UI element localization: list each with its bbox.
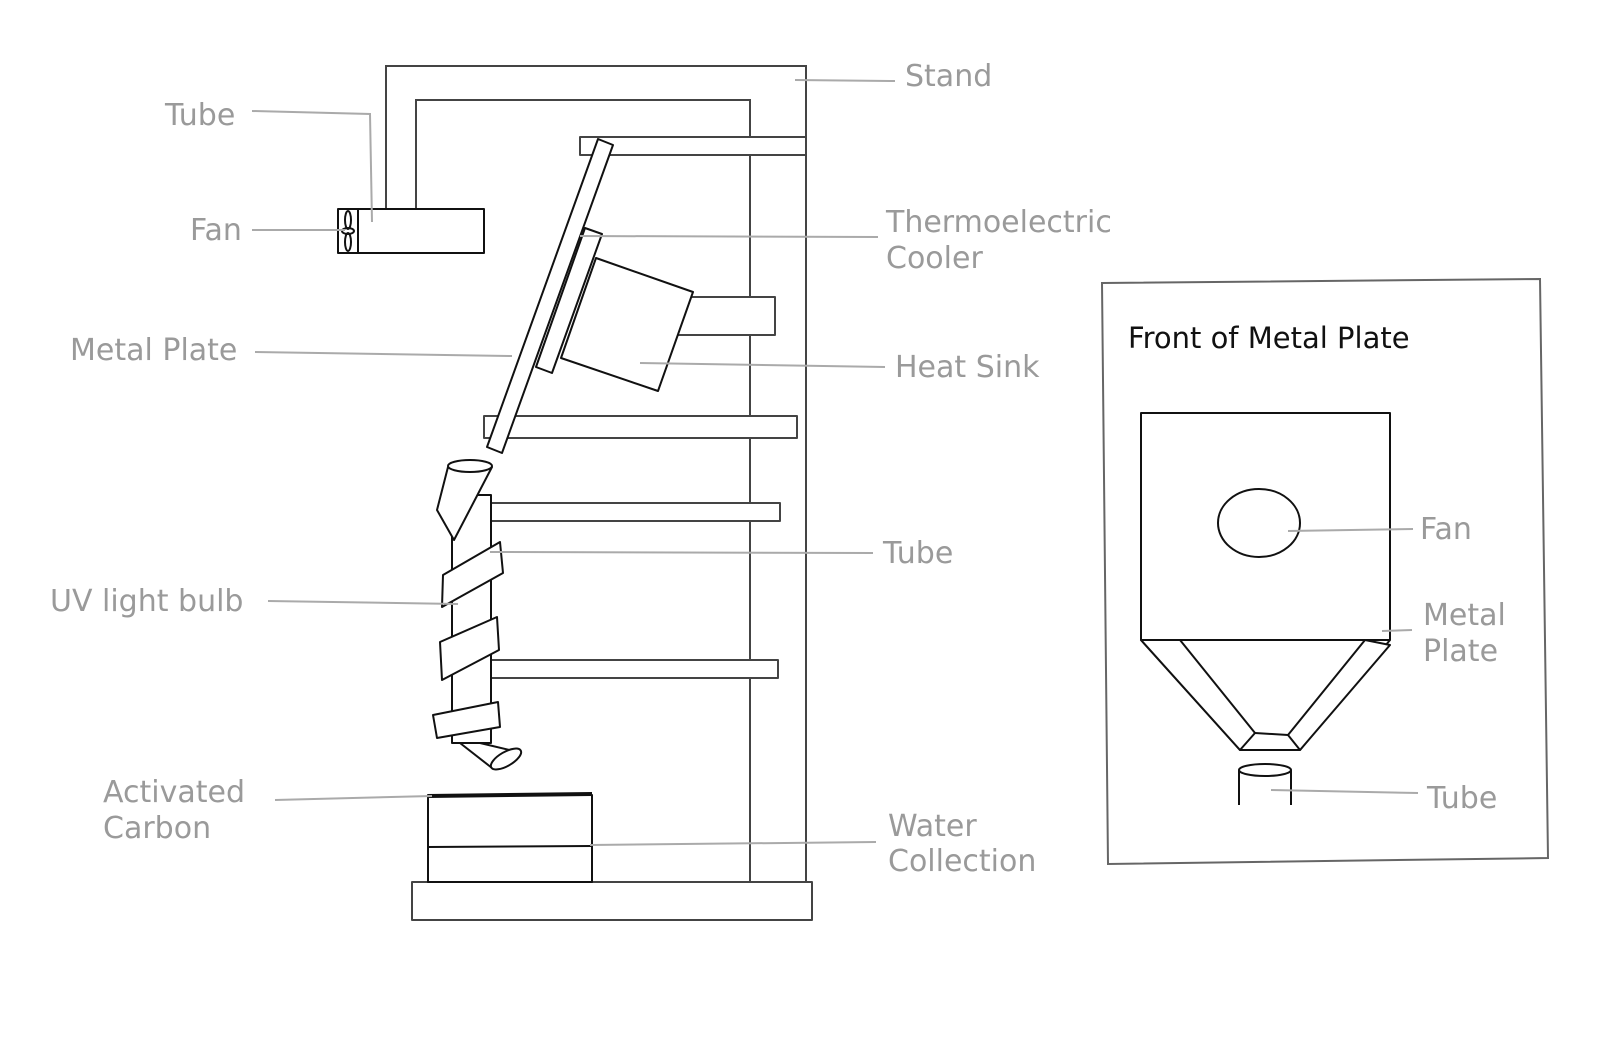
label-thermoelectric: Thermoelectric — [885, 205, 1112, 240]
label-tube-right: Tube — [882, 536, 953, 571]
inset-label-metal: Metal — [1423, 598, 1506, 633]
inset-label-tube: Tube — [1426, 781, 1497, 816]
label-carbon: Carbon — [103, 811, 211, 846]
leader-lines — [251, 79, 896, 846]
stand — [385, 65, 813, 921]
label-stand: Stand — [905, 59, 992, 94]
label-fan: Fan — [190, 213, 242, 248]
label-uv-light-bulb: UV light bulb — [50, 584, 243, 619]
inset-label-plate: Plate — [1423, 634, 1498, 669]
label-tube-top: Tube — [164, 98, 235, 133]
inset-tube — [1238, 763, 1292, 777]
inset-title: Front of Metal Plate — [1128, 321, 1410, 355]
metal-plate — [486, 138, 614, 454]
label-metal-plate: Metal Plate — [70, 333, 237, 368]
fan-unit — [337, 208, 485, 254]
label-heat-sink: Heat Sink — [895, 350, 1040, 385]
label-water: Water — [888, 809, 977, 844]
label-cooler: Cooler — [886, 241, 983, 276]
thermoelectric-cooler — [535, 227, 603, 374]
inset-fan — [1217, 488, 1301, 558]
uv-tube-assembly — [432, 459, 523, 771]
inset-label-fan: Fan — [1420, 512, 1472, 547]
heat-sink — [560, 257, 694, 392]
label-activated: Activated — [103, 775, 245, 810]
label-collection: Collection — [888, 844, 1036, 879]
inset-front-of-metal-plate: Front of Metal Plate Fan Metal Plate Tub… — [1100, 277, 1550, 866]
collection-box — [427, 792, 593, 883]
